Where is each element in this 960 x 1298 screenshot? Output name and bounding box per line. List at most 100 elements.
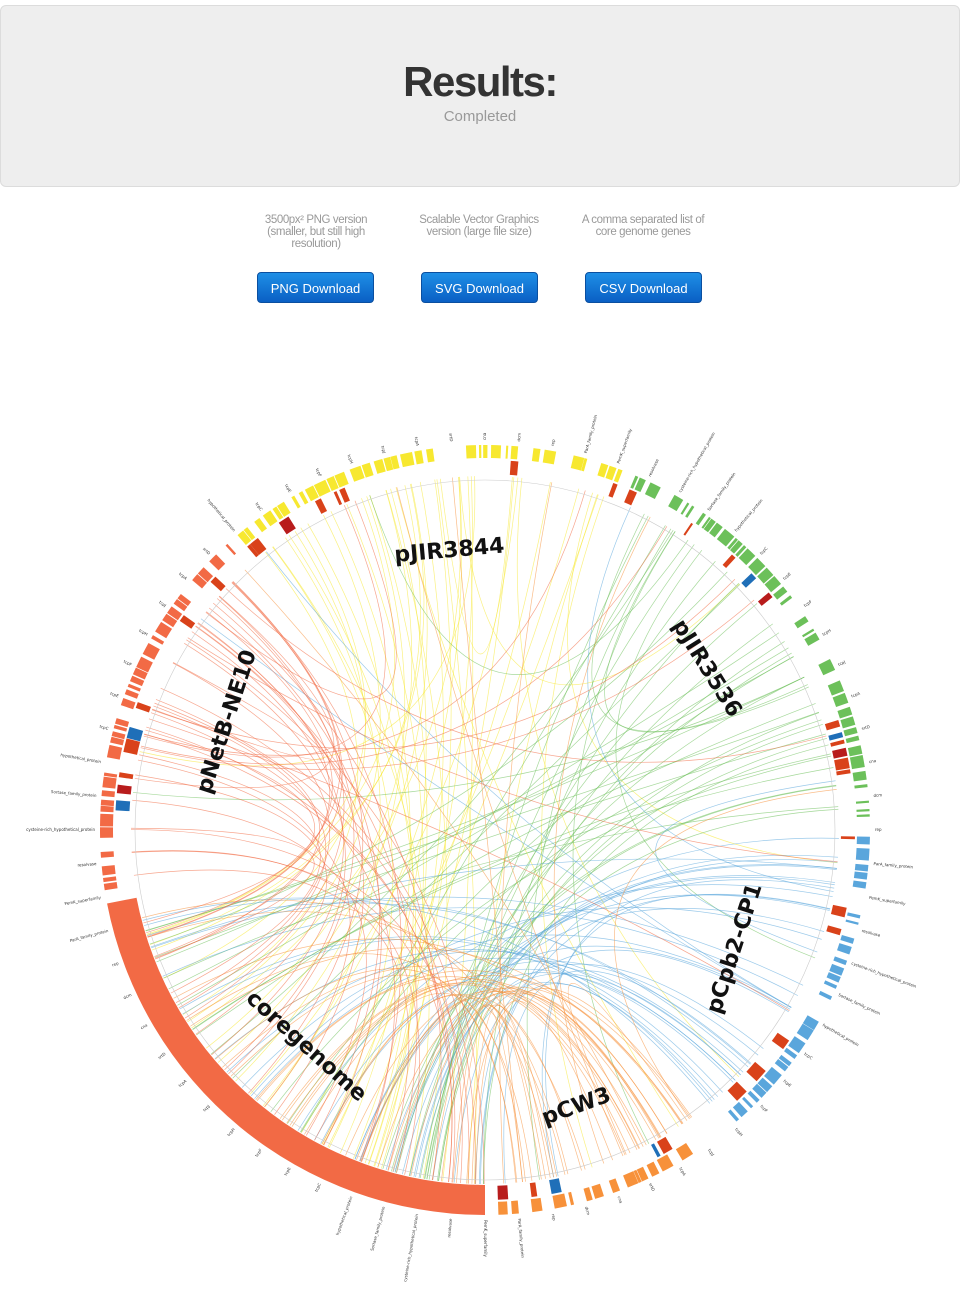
chord-link [146,902,751,1065]
core-block [123,738,141,755]
gene-block [162,613,178,628]
gene-block [727,1109,740,1122]
chord-link [143,729,316,924]
chord-link [256,976,638,1150]
gene-label: resolvase [861,928,881,938]
chord-link [173,938,662,1138]
core-block [746,1061,766,1082]
chord-link [131,827,315,959]
gene-block [636,1166,649,1182]
chord-link [137,759,351,1108]
chord-link [270,755,832,1113]
chord-link [152,662,325,761]
gene-block [552,1193,567,1209]
gene-block [597,462,609,478]
gene-block [209,554,226,571]
gene-label: tcpJ [707,1148,715,1157]
chord-link [499,482,553,1184]
gene-label: tcpH [138,628,149,637]
chord-link [135,774,328,1035]
gene-block [390,455,400,470]
gene-block [531,448,541,462]
gene-block [695,512,706,526]
gene-label: tcpA [178,571,188,581]
gene-label: tcpA [678,1166,687,1177]
chord-link [212,602,442,1181]
core-block [651,1143,661,1158]
segment-label-pnetb-ne10: pNetB-NE10 [192,647,262,797]
gene-block [155,621,173,639]
gene-label: rep [875,827,882,832]
gene-label: Sortase_family_protein [369,1205,386,1251]
chord-link [409,652,792,1176]
gene-block [197,567,214,583]
chord-link [438,808,839,1181]
gene-block [779,595,793,606]
chord-link [139,754,321,994]
gene-block [142,642,160,660]
gene-block [100,813,114,827]
chord-link [286,975,691,1124]
gene-block [304,485,319,502]
gene-block [709,522,723,538]
gene-block [701,516,711,529]
segment-label-pcpb2-cp1: pCpb2-CP1 [702,880,768,1017]
gene-label: tcpC [803,1051,813,1060]
chord-link [402,864,837,1175]
chord-link [289,984,626,1156]
chord-link [153,705,326,1009]
gene-label: tcpJ [837,659,846,667]
gene-block [113,724,128,732]
chord-link [146,726,453,1183]
core-block [179,615,196,629]
gene-label: cysteine-rich_hypothetical_protein [26,827,95,832]
chord-link [541,496,605,1168]
gene-label: dcm [516,433,522,442]
gene-block [177,593,192,607]
chord-link [409,854,838,1176]
core-block [828,732,844,741]
csv-download-button[interactable]: CSV Download [585,272,702,303]
chord-link [545,879,835,1177]
svg-download-button[interactable]: SVG Download [421,272,538,303]
gene-block [732,1101,748,1118]
gene-label: tcpJ [158,600,167,608]
gene-block [855,848,870,861]
gene-block [852,770,867,782]
chord-link [142,897,711,1104]
gene-block [727,537,738,550]
chord-link [205,500,397,700]
gene-label: ParA_family_protein [69,928,109,943]
chord-link [553,516,651,1164]
chord-link [369,495,689,675]
chord-link [146,498,395,936]
chord-link [391,676,805,1172]
chord-link [200,618,792,1009]
gene-label: cysteine-rich_hypothetical_protein [677,431,716,494]
chord-link [151,579,736,749]
gene-block [111,731,126,740]
gene-block [685,505,695,518]
chord-link [356,987,668,1160]
gene-block [735,545,747,557]
gene-block [425,448,435,463]
chord-link [615,549,816,959]
gene-label: dcm [873,792,882,798]
chords [130,476,839,1184]
core-block [824,719,841,731]
gene-block [583,1187,593,1202]
chord-link [184,596,345,1019]
gene-label: tcpF [123,659,134,667]
chord-link [266,551,792,1008]
core-block [118,772,134,780]
gene-block [100,799,115,807]
chord-link [177,647,789,1006]
gene-block [465,445,477,459]
chord-link [154,733,826,958]
png-download-button[interactable]: PNG Download [257,272,374,303]
gene-label: srtD [202,546,211,555]
gene-block [794,616,809,629]
gene-block [840,716,856,729]
gene-block [644,482,661,500]
chord-link [146,582,341,934]
